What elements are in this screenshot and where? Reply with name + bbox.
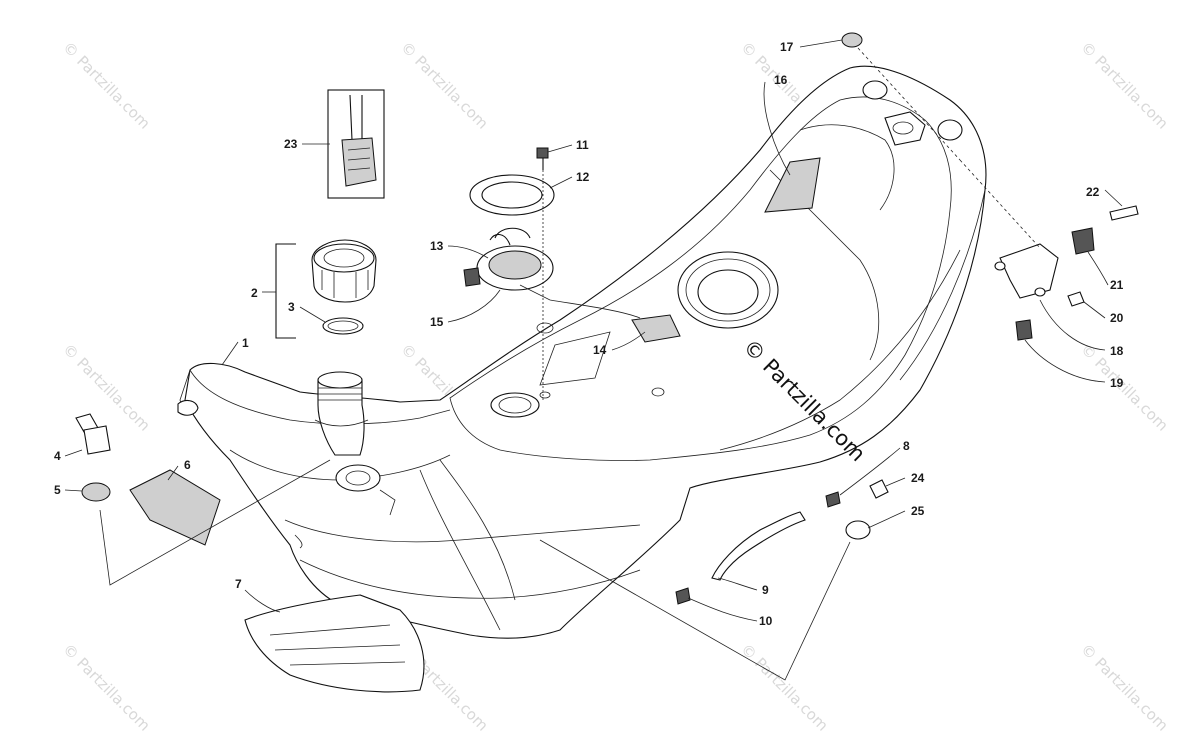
callout-25: 25 xyxy=(911,504,925,518)
callout-19: 19 xyxy=(1110,376,1124,390)
drain-hole xyxy=(335,464,381,492)
hose-clamp xyxy=(825,491,841,508)
callout-7: 7 xyxy=(235,577,242,591)
mount-bracket xyxy=(999,243,1059,299)
bolt-small xyxy=(1067,291,1085,307)
fuel-tank xyxy=(177,65,987,639)
callout-5: 5 xyxy=(54,483,61,497)
callout-8: 8 xyxy=(903,439,910,453)
callout-15: 15 xyxy=(430,315,444,329)
vent-grommet xyxy=(845,520,871,540)
watermark: © Partzilla.com xyxy=(59,640,154,735)
watermark: © Partzilla.com xyxy=(1077,38,1172,133)
heat-pad xyxy=(129,469,221,546)
callout-4: 4 xyxy=(54,449,61,463)
callout-12: 12 xyxy=(576,170,590,184)
callout-22: 22 xyxy=(1086,185,1100,199)
watermark: © Partzilla.com xyxy=(397,38,492,133)
sender-opening xyxy=(490,392,540,418)
vent-hose xyxy=(711,511,806,581)
callout-14: 14 xyxy=(593,343,607,357)
watermark: © Partzilla.com xyxy=(737,640,832,735)
watermark: © Partzilla.com xyxy=(1077,340,1172,435)
callout-17: 17 xyxy=(780,40,794,54)
fuel-sender xyxy=(631,314,681,343)
rubber-plug xyxy=(841,32,863,48)
cap-gasket xyxy=(322,317,364,335)
watermark: © Partzilla.com xyxy=(1077,640,1172,735)
callout-11: 11 xyxy=(576,138,589,152)
callouts: 1 2 3 4 5 6 7 8 9 10 11 12 13 14 15 16 1… xyxy=(54,40,1124,628)
callout-3: 3 xyxy=(288,300,295,314)
fuel-pump-assembly xyxy=(463,227,641,319)
grommet xyxy=(81,482,111,502)
filler-neck xyxy=(314,371,369,456)
callout-23: 23 xyxy=(284,137,298,151)
fuel-pump-opening xyxy=(677,251,779,329)
callout-2: 2 xyxy=(251,286,258,300)
pump-gasket xyxy=(469,174,555,216)
watermark: © Partzilla.com xyxy=(59,38,154,133)
watermark: © Partzilla.com xyxy=(59,340,154,435)
tank-shield xyxy=(244,594,425,693)
callout-10: 10 xyxy=(759,614,773,628)
harness-inset xyxy=(327,89,385,199)
callout-16: 16 xyxy=(774,73,788,87)
callout-9: 9 xyxy=(762,583,769,597)
mount-hole xyxy=(937,119,963,141)
callout-20: 20 xyxy=(1110,311,1124,325)
elbow-fitting xyxy=(869,479,889,499)
mount-hole xyxy=(862,80,888,100)
mount-pad xyxy=(884,111,926,146)
rubber-pad xyxy=(1015,319,1033,341)
callout-1: 1 xyxy=(242,336,249,350)
leader-lines xyxy=(64,39,1123,681)
callout-6: 6 xyxy=(184,458,191,472)
callout-18: 18 xyxy=(1110,344,1124,358)
callout-13: 13 xyxy=(430,239,444,253)
clip xyxy=(1071,227,1095,255)
bolt xyxy=(1109,205,1139,221)
warning-decal xyxy=(764,157,821,213)
fuel-cap xyxy=(311,239,377,303)
check-valve xyxy=(675,587,691,605)
fitting xyxy=(75,413,111,455)
callout-24: 24 xyxy=(911,471,925,485)
callout-21: 21 xyxy=(1110,278,1124,292)
screw xyxy=(536,147,549,170)
